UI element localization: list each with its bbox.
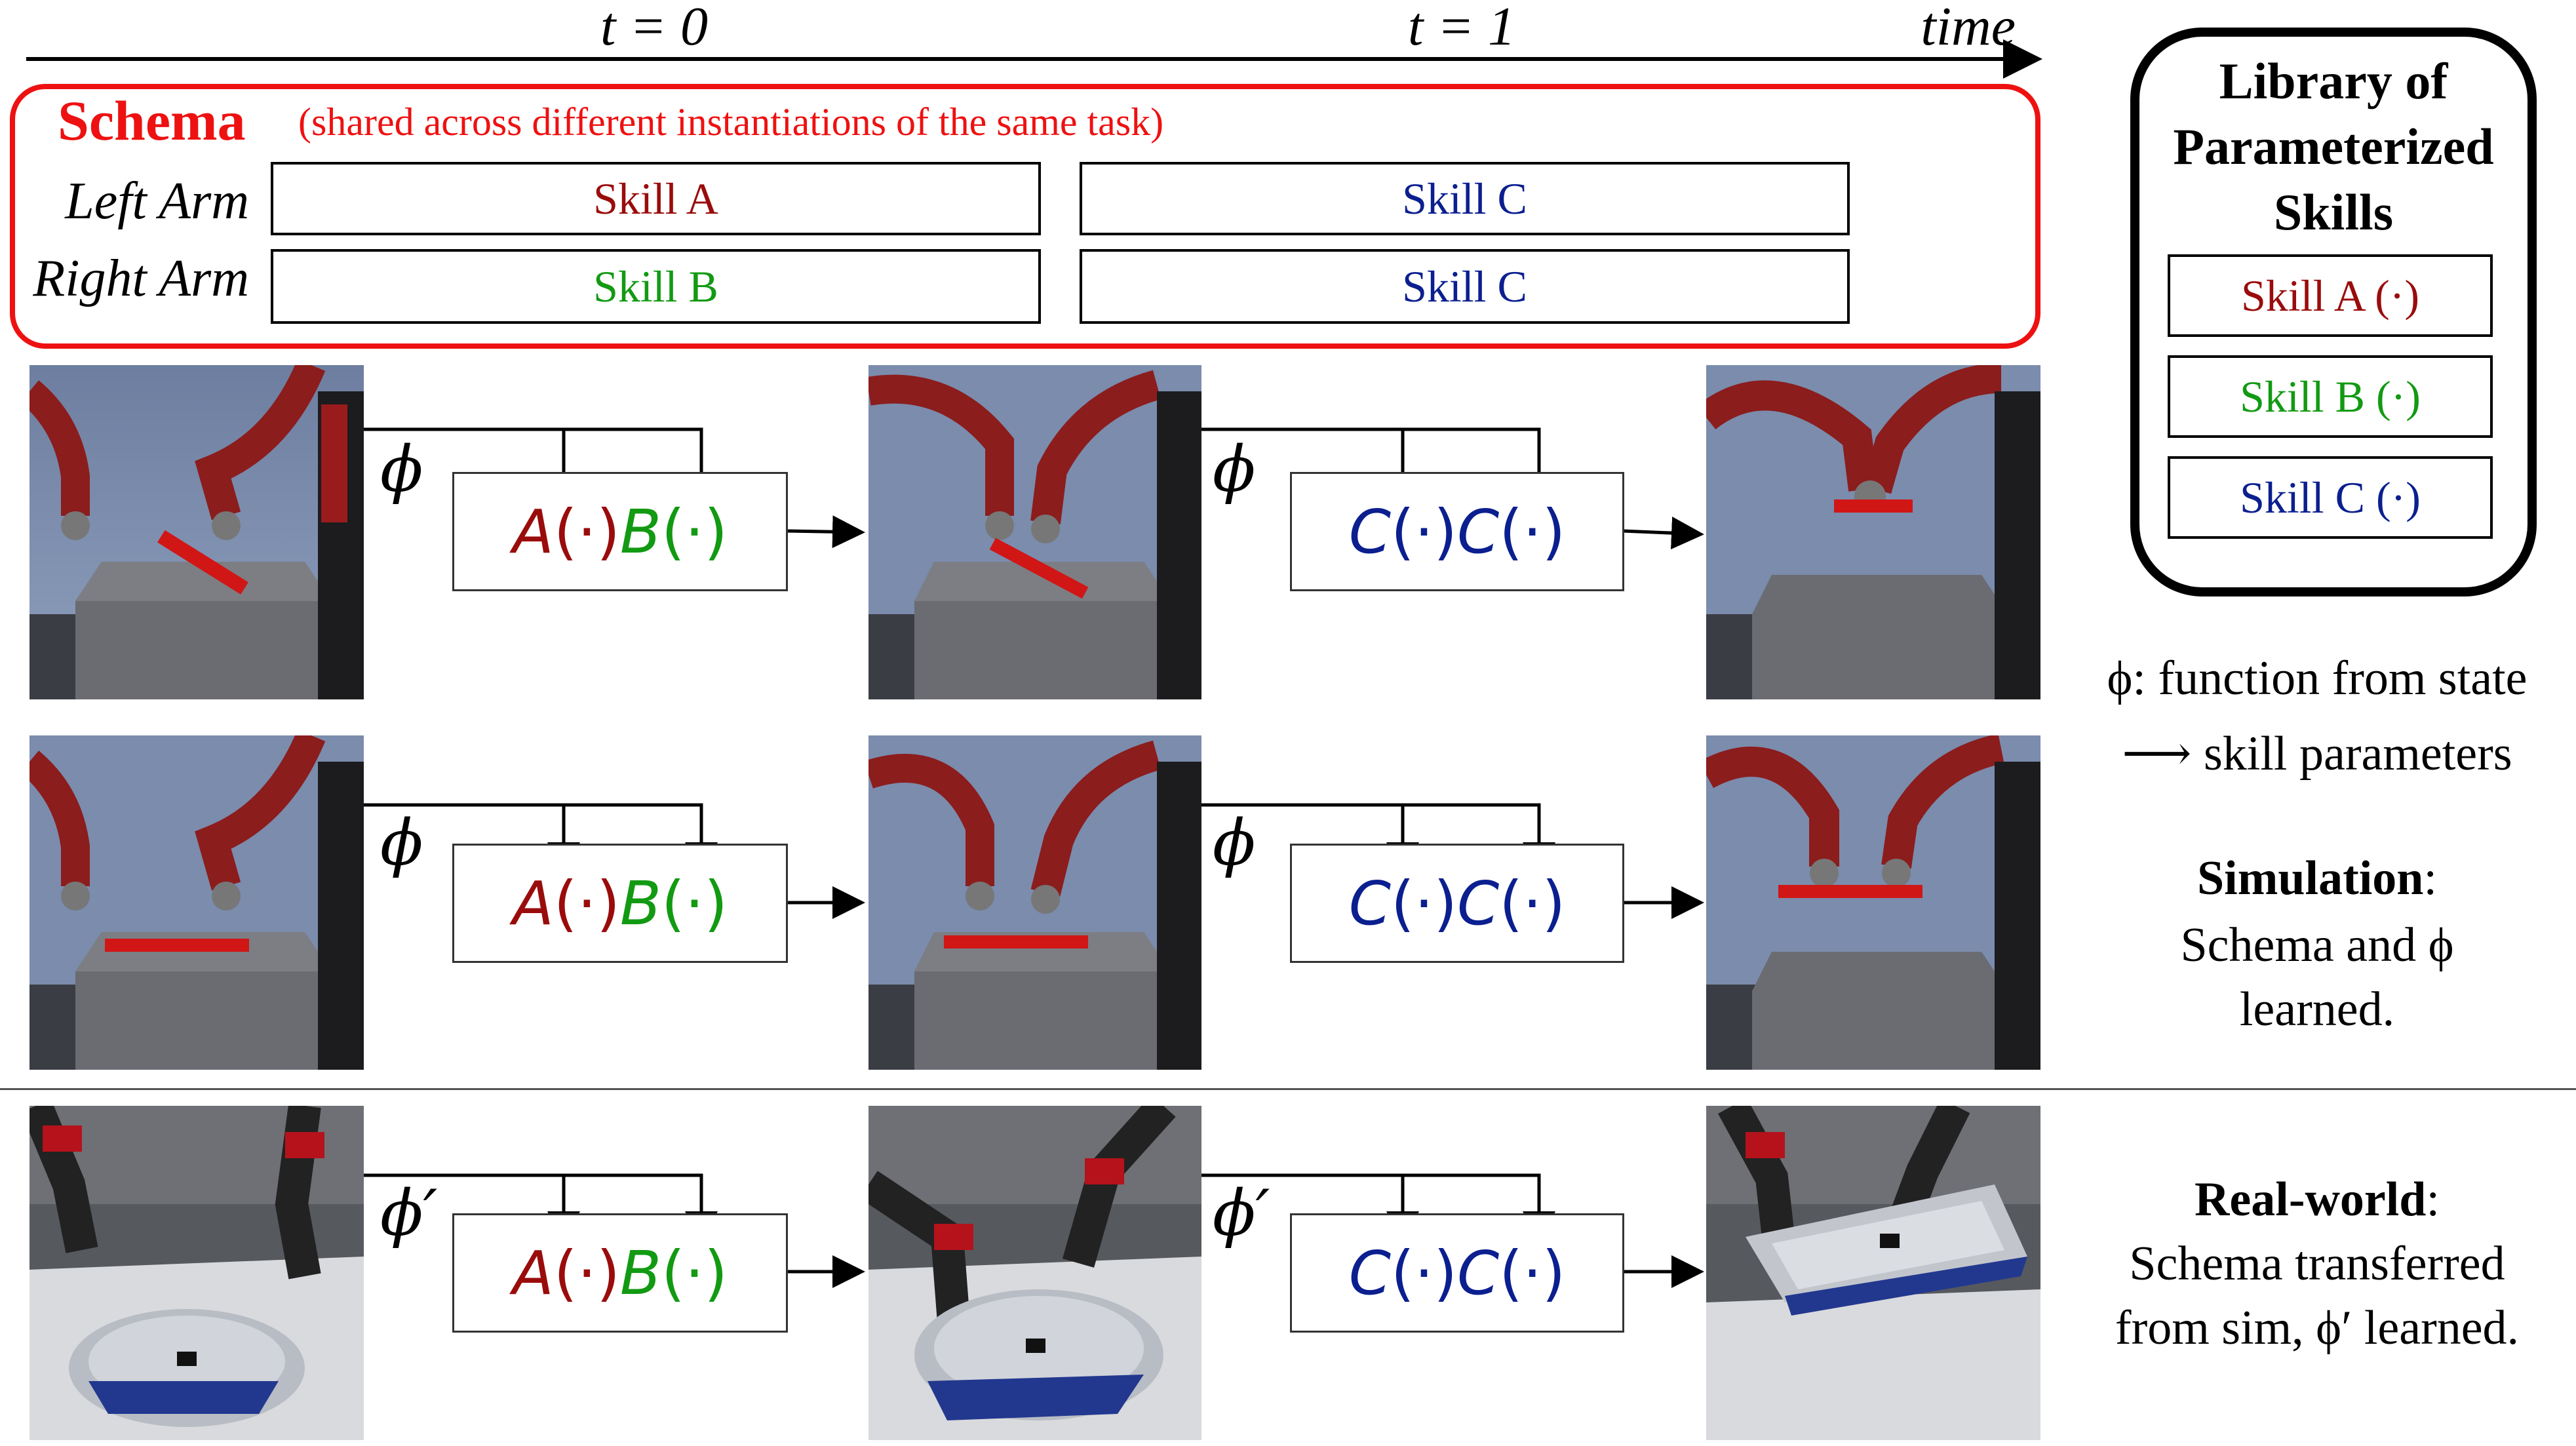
real-scene-row3-t2 bbox=[1706, 1106, 2040, 1440]
real-scene-row3-t0 bbox=[29, 1106, 364, 1440]
skill-params-box-row2-t0: A(·)B(·) bbox=[452, 844, 788, 963]
skill-c-symbol: C bbox=[1457, 868, 1500, 939]
sim-scene-row1-t0 bbox=[29, 365, 364, 699]
skill-c-args: (·) bbox=[1499, 868, 1566, 939]
skill-b-args: (·) bbox=[661, 868, 728, 939]
skill-a-symbol: A bbox=[512, 496, 554, 567]
skill-c-symbol: C bbox=[1457, 1238, 1500, 1308]
skill-params-box-row2-t1: C(·)C(·) bbox=[1290, 844, 1624, 963]
time-label-t0: t = 0 bbox=[600, 0, 709, 57]
time-label-time: time bbox=[1921, 0, 2016, 57]
skill-a-args: (·) bbox=[553, 1238, 620, 1308]
skill-c-symbol: C bbox=[1348, 496, 1391, 567]
library-item-skill-a: Skill A (·) bbox=[2168, 254, 2493, 337]
skill-params-box-row1-t1: C(·)C(·) bbox=[1290, 472, 1624, 591]
skill-b-args: (·) bbox=[661, 1238, 728, 1308]
sim-scene-row2-t1 bbox=[868, 735, 1201, 1070]
schema-cell-right-t0: Skill B bbox=[271, 249, 1041, 324]
sim-real-divider bbox=[0, 1088, 2576, 1090]
skill-c-symbol: C bbox=[1348, 1238, 1391, 1308]
skill-a-symbol: A bbox=[512, 1238, 554, 1308]
schema-box bbox=[10, 84, 2040, 349]
simulation-line2: Schema and ϕ bbox=[2180, 918, 2454, 972]
real-world-heading: Real-world: bbox=[2058, 1167, 2576, 1232]
simulation-line3: learned. bbox=[2239, 983, 2395, 1036]
schema-cell-right-t1: Skill C bbox=[1080, 249, 1850, 324]
library-title-line3: Skills bbox=[2273, 184, 2394, 241]
phi-prime-label-row3-t0: ϕ′ bbox=[380, 1177, 438, 1250]
skill-b-symbol: B bbox=[619, 1238, 662, 1308]
sim-scene-row2-t2 bbox=[1706, 735, 2040, 1070]
schema-subtitle: (shared across different instantiations … bbox=[298, 100, 1164, 144]
phi-definition-line1: ϕ: function from state bbox=[2107, 652, 2527, 705]
skill-a-symbol: A bbox=[512, 868, 554, 939]
skill-c-args: (·) bbox=[1499, 1238, 1566, 1308]
skill-c-args: (·) bbox=[1390, 1238, 1457, 1308]
skill-params-box-row1-t0: A(·)B(·) bbox=[452, 472, 788, 591]
skill-c-args: (·) bbox=[1390, 496, 1457, 567]
skill-c-args: (·) bbox=[1390, 868, 1457, 939]
real-world-line2: Schema transferred bbox=[2129, 1237, 2505, 1291]
phi-label-row2-t1: ϕ bbox=[1213, 806, 1256, 880]
schema-cell-left-t1: Skill C bbox=[1080, 162, 1850, 235]
real-world-line3: from sim, ϕ′ learned. bbox=[2115, 1301, 2520, 1355]
library-item-skill-b: Skill B (·) bbox=[2168, 355, 2493, 438]
skill-c-args: (·) bbox=[1499, 496, 1566, 567]
phi-definition-line2: ⟶ skill parameters bbox=[2122, 727, 2512, 781]
library-item-skill-c: Skill C (·) bbox=[2168, 456, 2493, 539]
schema-cell-left-t0: Skill A bbox=[271, 162, 1041, 235]
skill-library-panel: Library of Parameterized Skills bbox=[2130, 28, 2537, 596]
phi-label-row1-t1: ϕ bbox=[1213, 433, 1256, 506]
right-arm-label: Right Arm bbox=[33, 250, 249, 307]
phi-prime-label-row3-t1: ϕ′ bbox=[1213, 1177, 1270, 1250]
skill-params-box-row3-t1: C(·)C(·) bbox=[1290, 1213, 1624, 1333]
real-world-title: Real-world bbox=[2194, 1173, 2427, 1226]
library-title-line1: Library of bbox=[2219, 52, 2448, 109]
sim-scene-row1-t2 bbox=[1706, 365, 2040, 699]
skill-c-symbol: C bbox=[1457, 496, 1500, 567]
library-title-line2: Parameterized bbox=[2173, 118, 2494, 175]
skill-a-args: (·) bbox=[553, 868, 620, 939]
real-world-colon: : bbox=[2426, 1173, 2440, 1226]
phi-label-row1-t0: ϕ bbox=[380, 433, 423, 506]
simulation-colon: : bbox=[2423, 851, 2437, 905]
skill-b-args: (·) bbox=[661, 496, 728, 567]
skill-a-args: (·) bbox=[553, 496, 620, 567]
sim-scene-row2-t0 bbox=[29, 735, 364, 1070]
left-arm-label: Left Arm bbox=[65, 172, 249, 230]
simulation-heading: Simulation: bbox=[2058, 846, 2576, 911]
phi-label-row2-t0: ϕ bbox=[380, 806, 423, 880]
schema-title: Schema bbox=[58, 89, 246, 152]
time-label-t1: t = 1 bbox=[1407, 0, 1516, 57]
skill-params-box-row3-t0: A(·)B(·) bbox=[452, 1213, 788, 1333]
skill-c-symbol: C bbox=[1348, 868, 1391, 939]
skill-b-symbol: B bbox=[619, 496, 662, 567]
simulation-title: Simulation bbox=[2197, 851, 2424, 905]
skill-b-symbol: B bbox=[619, 868, 662, 939]
sim-scene-row1-t1 bbox=[868, 365, 1201, 699]
real-scene-row3-t1 bbox=[868, 1106, 1201, 1440]
